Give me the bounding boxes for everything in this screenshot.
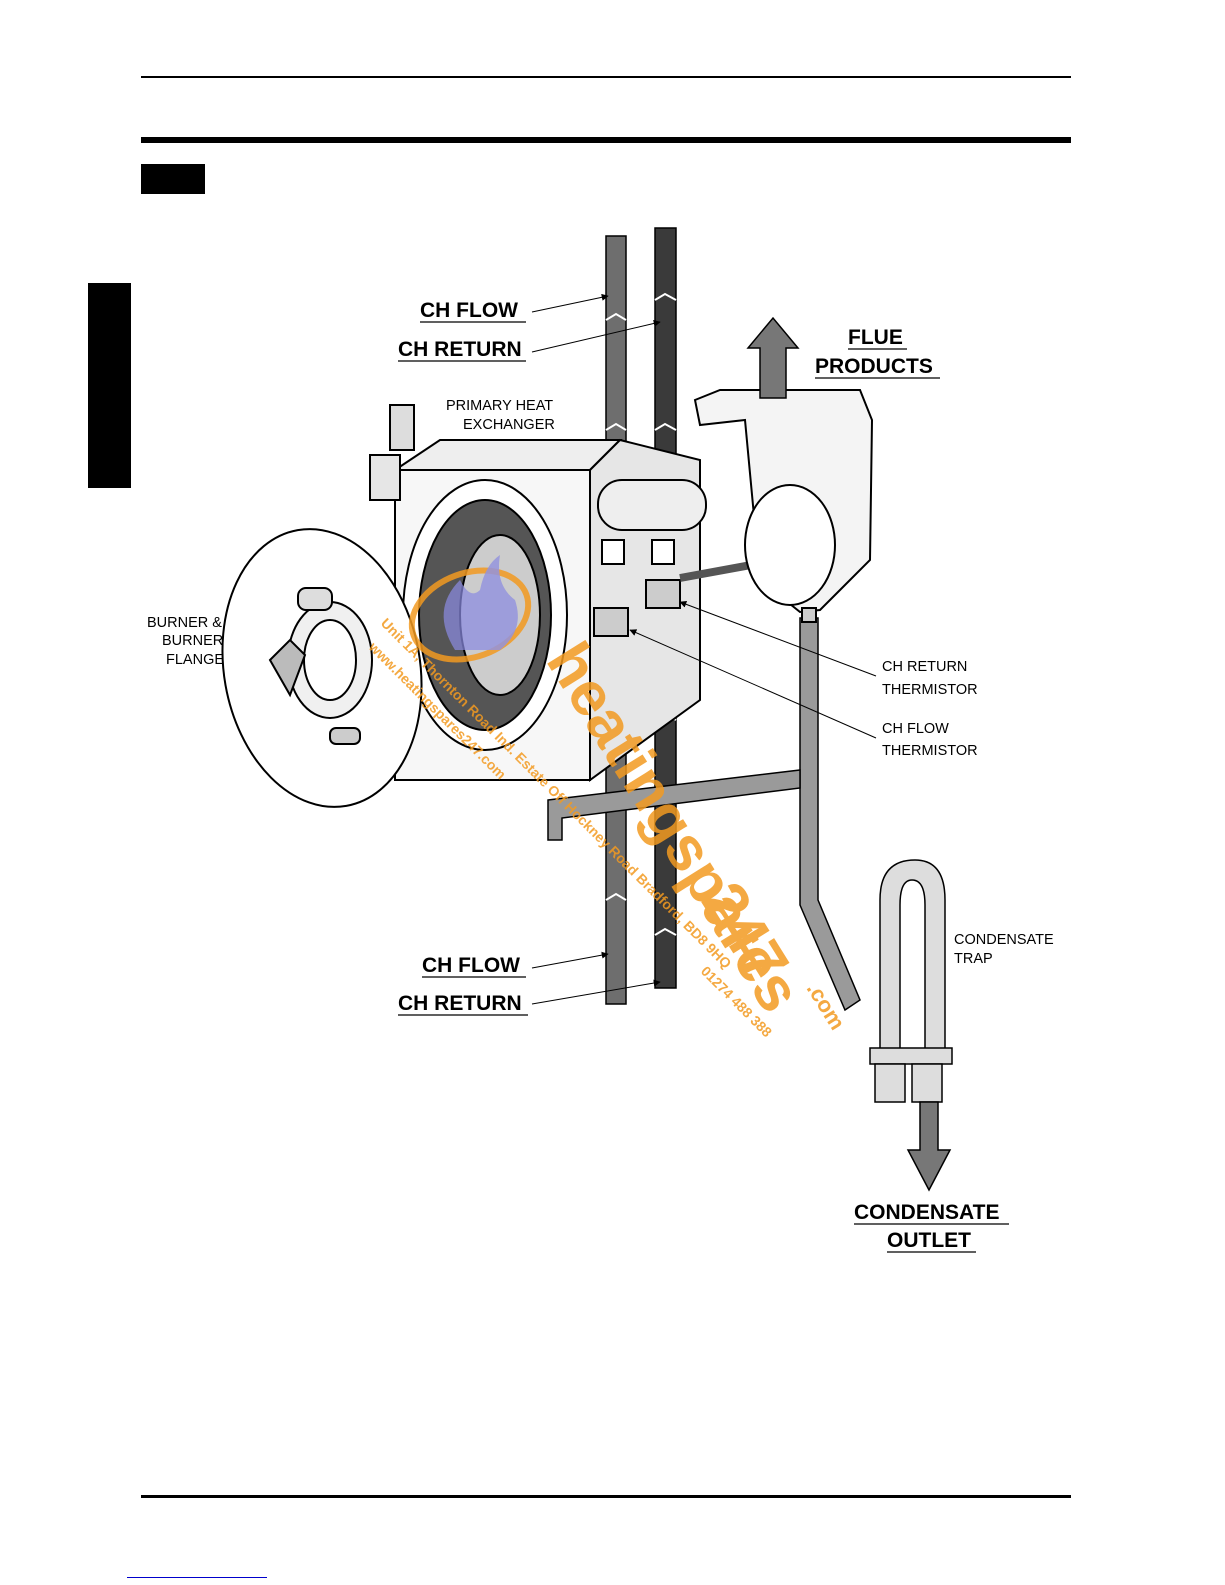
label-ch-return-top: CH RETURN [398, 338, 522, 361]
label-burner-line3: FLANGE [166, 652, 224, 668]
label-ch-flow-therm-line2: THERMISTOR [882, 743, 978, 759]
label-ch-flow-bottom: CH FLOW [422, 954, 520, 977]
label-primary-hx-line1: PRIMARY HEAT [446, 398, 553, 414]
label-flue-line1: FLUE [848, 326, 903, 349]
burner-flange [221, 528, 423, 808]
leader-ch-flow-thermistor [629, 629, 877, 739]
flue-collector [693, 389, 874, 623]
watermark-logo [408, 555, 532, 663]
condensate-pipe [547, 617, 861, 1012]
footer-link-underline[interactable] [127, 1577, 267, 1578]
label-burner-line1: BURNER & [147, 615, 222, 631]
label-burner-line2: BURNER [162, 633, 223, 649]
label-ch-return-bottom: CH RETURN [398, 992, 522, 1015]
label-ch-flow-therm-line1: CH FLOW [882, 721, 949, 737]
leader-ch-flow-top [531, 293, 609, 313]
label-ch-return-therm-line2: THERMISTOR [882, 682, 978, 698]
flue-arrow [746, 316, 800, 399]
label-condensate-trap-line1: CONDENSATE [954, 932, 1054, 948]
figure-tag [141, 164, 205, 194]
label-condensate-outlet-line1: CONDENSATE [854, 1201, 999, 1224]
leader-ch-return-thermistor [679, 600, 877, 677]
header-rule-thin [141, 76, 1071, 78]
label-primary-hx-line2: EXCHANGER [463, 417, 555, 433]
leader-ch-return-top [531, 320, 661, 353]
leader-ch-flow-bottom [531, 951, 609, 969]
label-ch-return-therm-line1: CH RETURN [882, 659, 967, 675]
section-side-tab [88, 283, 131, 488]
footer-rule [141, 1495, 1071, 1498]
condensate-trap [869, 859, 953, 1103]
label-ch-flow-top: CH FLOW [420, 299, 518, 322]
label-flue-line2: PRODUCTS [815, 355, 933, 378]
label-condensate-outlet-line2: OUTLET [887, 1229, 971, 1252]
header-rule-thick [141, 137, 1071, 143]
label-condensate-trap-line2: TRAP [954, 951, 993, 967]
condensate-outlet-arrow [906, 1101, 952, 1192]
leader-ch-return-bottom [531, 979, 661, 1005]
